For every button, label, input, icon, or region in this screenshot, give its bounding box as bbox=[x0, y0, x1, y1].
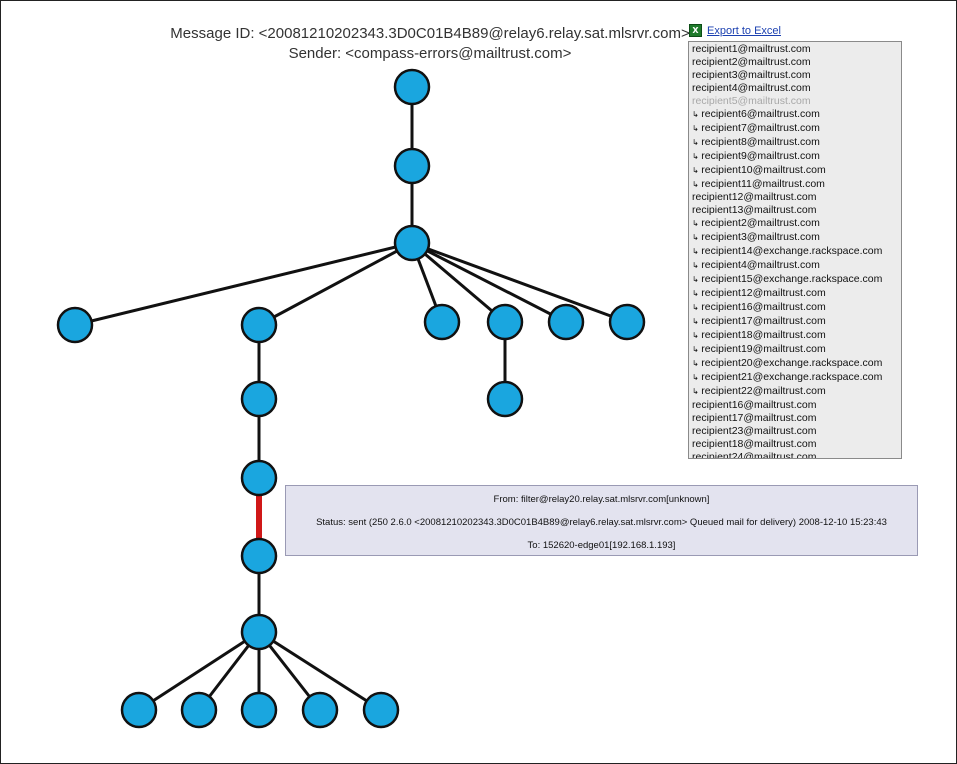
recipient-item[interactable]: recipient4@mailtrust.com bbox=[692, 259, 898, 273]
recipient-item[interactable]: recipient1@mailtrust.com bbox=[692, 43, 811, 55]
relay-node[interactable] bbox=[486, 303, 524, 341]
recipient-item[interactable]: recipient12@mailtrust.com bbox=[692, 191, 817, 204]
relay-node[interactable] bbox=[240, 459, 278, 497]
tree-edges bbox=[74, 87, 628, 712]
recipient-item[interactable]: recipient11@mailtrust.com bbox=[692, 178, 898, 192]
relay-node[interactable] bbox=[240, 537, 278, 575]
recipient-item[interactable]: recipient17@mailtrust.com bbox=[692, 315, 898, 329]
relay-edge bbox=[411, 241, 567, 324]
relay-node[interactable] bbox=[393, 68, 431, 106]
hop-tooltip: From: filter@relay20.relay.sat.mlsrvr.co… bbox=[285, 485, 918, 556]
relay-edge bbox=[258, 630, 382, 712]
recipient-item[interactable]: recipient17@mailtrust.com bbox=[692, 411, 817, 424]
recipient-item[interactable]: recipient19@mailtrust.com bbox=[692, 343, 898, 357]
recipient-item[interactable]: recipient3@mailtrust.com bbox=[692, 231, 898, 245]
relay-node[interactable] bbox=[608, 303, 646, 341]
recipient-item[interactable]: recipient20@exchange.rackspace.com bbox=[692, 357, 898, 371]
tooltip-to: To: 152620-edge01[192.168.1.193] bbox=[527, 540, 676, 551]
recipient-item[interactable]: recipient22@mailtrust.com bbox=[692, 385, 898, 399]
relay-node[interactable] bbox=[240, 613, 278, 651]
recipient-item[interactable]: recipient13@mailtrust.com bbox=[692, 204, 817, 217]
relay-node[interactable] bbox=[240, 691, 278, 729]
relay-node[interactable] bbox=[393, 147, 431, 185]
relay-edge bbox=[74, 241, 413, 327]
recipient-item[interactable]: recipient8@mailtrust.com bbox=[692, 136, 898, 150]
relay-node[interactable] bbox=[120, 691, 158, 729]
tooltip-status: Status: sent (250 2.6.0 <20081210202343.… bbox=[316, 517, 887, 528]
recipient-item[interactable]: recipient10@mailtrust.com bbox=[692, 164, 898, 178]
recipient-item[interactable]: recipient2@mailtrust.com bbox=[692, 217, 898, 231]
message-header: Message ID: <20081210202343.3D0C01B4B89@… bbox=[150, 24, 710, 64]
tooltip-from: From: filter@relay20.relay.sat.mlsrvr.co… bbox=[493, 494, 710, 505]
relay-node[interactable] bbox=[301, 691, 339, 729]
recipient-item[interactable]: recipient6@mailtrust.com bbox=[692, 108, 898, 122]
recipient-item[interactable]: recipient15@exchange.rackspace.com bbox=[692, 273, 898, 287]
relay-node[interactable] bbox=[547, 303, 585, 341]
recipient-item[interactable]: recipient16@mailtrust.com bbox=[692, 398, 817, 411]
recipient-item[interactable]: recipient21@exchange.rackspace.com bbox=[692, 371, 898, 385]
relay-node[interactable] bbox=[240, 380, 278, 418]
recipient-item[interactable]: recipient12@mailtrust.com bbox=[692, 287, 898, 301]
recipient-item[interactable]: recipient4@mailtrust.com bbox=[692, 81, 811, 94]
relay-node[interactable] bbox=[240, 306, 278, 344]
relay-edge bbox=[258, 241, 413, 327]
message-id: Message ID: <20081210202343.3D0C01B4B89@… bbox=[170, 25, 690, 42]
sender: Sender: <compass-errors@mailtrust.com> bbox=[288, 45, 572, 62]
relay-node[interactable] bbox=[362, 691, 400, 729]
recipient-item[interactable]: recipient5@mailtrust.com bbox=[692, 94, 811, 107]
export-to-excel[interactable]: X Export to Excel bbox=[689, 24, 781, 37]
recipient-item[interactable]: recipient9@mailtrust.com bbox=[692, 150, 898, 164]
recipient-item[interactable]: recipient14@exchange.rackspace.com bbox=[692, 245, 898, 259]
relay-node[interactable] bbox=[486, 380, 524, 418]
recipient-item[interactable]: recipient18@mailtrust.com bbox=[692, 329, 898, 343]
relay-edge bbox=[138, 630, 260, 712]
excel-icon: X bbox=[689, 24, 702, 37]
relay-node[interactable] bbox=[393, 224, 431, 262]
relay-edge bbox=[411, 241, 506, 324]
recipient-item[interactable]: recipient2@mailtrust.com bbox=[692, 55, 811, 68]
recipient-item[interactable]: recipient24@mailtrust.com bbox=[692, 450, 817, 459]
relay-node[interactable] bbox=[180, 691, 218, 729]
tree-nodes bbox=[56, 68, 646, 729]
recipient-item[interactable]: recipient23@mailtrust.com bbox=[692, 424, 817, 437]
relay-node[interactable] bbox=[423, 303, 461, 341]
recipient-item[interactable]: recipient3@mailtrust.com bbox=[692, 68, 811, 81]
export-to-excel-link[interactable]: Export to Excel bbox=[707, 24, 781, 37]
recipient-item[interactable]: recipient18@mailtrust.com bbox=[692, 437, 817, 450]
recipient-item[interactable]: recipient7@mailtrust.com bbox=[692, 122, 898, 136]
relay-edge bbox=[411, 241, 628, 324]
recipient-item[interactable]: recipient16@mailtrust.com bbox=[692, 301, 898, 315]
relay-node[interactable] bbox=[56, 306, 94, 344]
